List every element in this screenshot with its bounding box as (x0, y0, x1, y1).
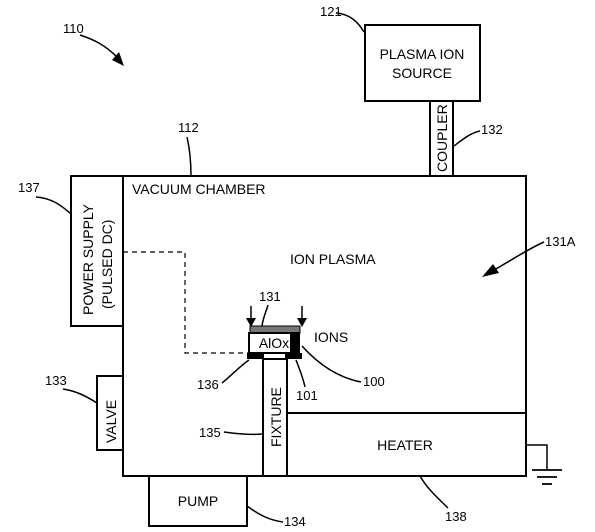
ref-134: 134 (284, 514, 306, 529)
ground-icon (532, 469, 562, 485)
ref-133-leader (62, 388, 98, 404)
ref-110-arrow (79, 34, 119, 59)
sample-alox-box (248, 332, 300, 354)
plasma-ion-source-label-1: PLASMA ION (380, 46, 465, 62)
ref-136: 136 (197, 377, 219, 392)
valve-label: VALVE (103, 400, 119, 443)
ion-arrowhead-left (246, 318, 256, 327)
ref-132: 132 (481, 122, 503, 137)
ref-138-leader (419, 475, 449, 509)
pump-label: PUMP (178, 493, 218, 509)
ref-137: 137 (18, 180, 40, 195)
ref-112: 112 (178, 120, 199, 135)
plasma-ion-source-box (364, 24, 481, 102)
ref-131A-leader (493, 241, 545, 271)
ion-arrowhead-right (297, 318, 307, 327)
ref-135-leader (223, 431, 264, 436)
plasma-ion-source-label-2: SOURCE (392, 65, 452, 81)
ref-135: 135 (199, 425, 221, 440)
power-supply-box (70, 175, 124, 327)
ref-121-leader (335, 12, 365, 33)
ref-132-leader (453, 130, 481, 147)
vacuum-chamber-label: VACUUM CHAMBER (132, 181, 266, 197)
ref-131A-arrowhead (482, 264, 499, 277)
ref-131A: 131A (545, 234, 576, 249)
ion-plasma-label: ION PLASMA (290, 251, 376, 267)
ref-121: 121 (320, 4, 342, 19)
ref-112-leader (186, 136, 192, 177)
power-supply-label-2: (PULSED DC) (99, 220, 115, 309)
ref-134-leader (246, 505, 284, 523)
pump-box (148, 475, 248, 527)
power-supply-label-1: POWER SUPPLY (80, 203, 96, 315)
ref-110: 110 (63, 21, 84, 36)
fixture-label: FIXTURE (268, 387, 284, 447)
ref-133: 133 (45, 373, 67, 388)
ground-wire (526, 444, 548, 470)
power-supply-wire (123, 251, 249, 354)
ref-110-arrowhead (112, 52, 124, 66)
ref-131-leader (261, 304, 269, 327)
sample-deposit-layer (249, 325, 301, 334)
ref-137-leader (35, 196, 72, 215)
ref-100: 100 (363, 374, 385, 389)
ions-label: IONS (314, 329, 348, 345)
coupler-label: COUPLER (434, 104, 450, 172)
sample-alox-label: AlOx (259, 335, 289, 351)
ref-101-leader (295, 359, 306, 388)
contact-post (290, 333, 298, 359)
ref-100-leader (301, 345, 362, 383)
clamp-left (247, 353, 264, 359)
valve-box (96, 375, 124, 451)
ref-136-leader (221, 359, 250, 384)
ref-138: 138 (445, 509, 467, 524)
ref-131: 131 (259, 289, 281, 304)
heater-box (286, 412, 527, 477)
heater-label: HEATER (377, 437, 433, 453)
ref-101: 101 (296, 388, 318, 403)
